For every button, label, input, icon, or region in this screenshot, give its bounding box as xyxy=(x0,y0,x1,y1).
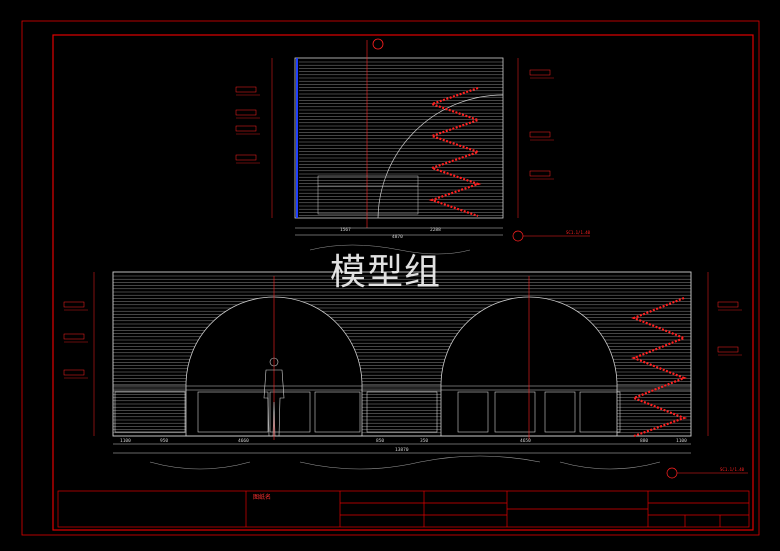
top-left-callouts xyxy=(235,86,260,164)
callout-tag xyxy=(63,301,85,308)
callout-tag xyxy=(63,333,85,340)
bottom-floor-pattern xyxy=(149,455,661,470)
top-elevation-tag: SC1.1/1.40 xyxy=(566,230,591,235)
top-elevation-zigzag-lights xyxy=(428,86,482,218)
top-elevation-tag-circle xyxy=(512,230,524,242)
bottom-dim-label: 1100 xyxy=(120,438,131,444)
top-right-callouts xyxy=(529,69,554,180)
top-floor-pattern xyxy=(309,244,471,255)
bottom-dim-total: 13870 xyxy=(395,447,409,453)
callout-tag xyxy=(717,346,739,353)
callout-tag xyxy=(529,69,551,76)
top-dim-total: 4870 xyxy=(392,234,403,240)
bottom-dim-label: 4660 xyxy=(238,438,249,444)
bottom-side-callouts xyxy=(63,301,742,379)
top-dim-2: 2288 xyxy=(430,227,441,233)
human-figure xyxy=(263,357,285,437)
bottom-counter xyxy=(113,385,691,433)
watermark: 模型组 xyxy=(330,252,442,293)
callout-tag xyxy=(63,369,85,376)
title-block-drawing-label: 图纸名 xyxy=(253,495,272,501)
title-block xyxy=(57,490,750,528)
bottom-dim-label: 4650 xyxy=(520,438,531,444)
callout-tag xyxy=(235,109,257,116)
bottom-elevation-tag-circle xyxy=(666,467,678,479)
bottom-elevation: 1100 950 4660 850 350 4650 880 1100 13870 SC1.1… xyxy=(63,271,748,479)
bottom-dim-label: 950 xyxy=(160,438,168,444)
counter-cabinet xyxy=(114,391,186,433)
counter-cabinet xyxy=(366,391,438,433)
top-elevation: 1567 2288 4870 SC1.1/1.40 xyxy=(235,38,591,255)
bottom-dim-label: 350 xyxy=(420,438,428,444)
top-elevation-furniture xyxy=(317,175,419,215)
callout-tag xyxy=(235,86,257,93)
top-elevation-slat-lines xyxy=(299,61,503,216)
bottom-elevation-outline xyxy=(112,271,692,437)
counter-cabinet xyxy=(457,391,489,433)
bottom-zigzag-lights xyxy=(631,296,688,438)
callout-tag xyxy=(529,170,551,177)
counter-cabinet xyxy=(197,391,269,433)
top-elevation-arch xyxy=(377,94,504,219)
bottom-elevation-tag: SC1.1/1.40 xyxy=(720,467,745,472)
outer-sheet-border xyxy=(21,20,760,536)
counter-cabinet xyxy=(494,391,536,433)
callout-tag xyxy=(235,154,257,161)
bottom-dimension-labels: 1100 950 4660 850 350 4650 880 1100 xyxy=(120,438,687,444)
inner-sheet-border xyxy=(52,34,754,531)
counter-cabinet xyxy=(579,391,621,433)
top-elevation-axis-marker xyxy=(372,38,384,50)
bottom-dim-label: 880 xyxy=(640,438,648,444)
top-elevation-outline xyxy=(294,57,504,219)
counter-cabinet xyxy=(314,391,361,433)
callout-tag xyxy=(235,125,257,132)
counter-cabinet xyxy=(269,391,311,433)
counter-cabinet xyxy=(544,391,576,433)
bottom-dim-label: 850 xyxy=(376,438,384,444)
callout-tag xyxy=(717,301,739,308)
callout-tag xyxy=(529,131,551,138)
bottom-dim-label: 1100 xyxy=(676,438,687,444)
top-dim-1: 1567 xyxy=(340,227,351,233)
